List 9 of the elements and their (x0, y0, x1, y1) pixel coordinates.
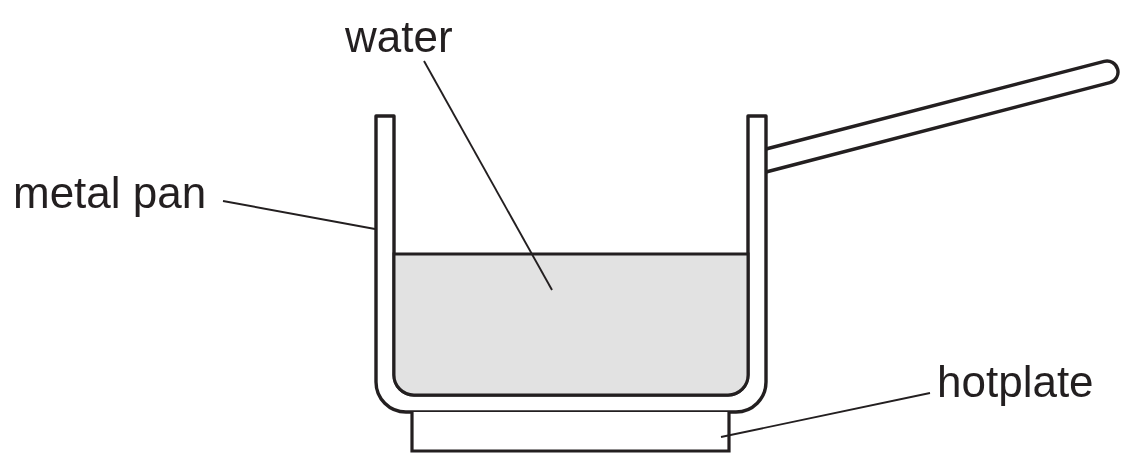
water-fill (392, 252, 750, 397)
hotplate (410, 410, 731, 453)
leader-line (423, 60, 553, 291)
leader-line (222, 200, 376, 230)
leader-line (720, 392, 931, 438)
part-label: hotplate (937, 357, 1094, 408)
saucepan-drawing (374, 59, 1120, 414)
part-label: water (345, 12, 453, 63)
part-label: metal pan (13, 168, 207, 219)
